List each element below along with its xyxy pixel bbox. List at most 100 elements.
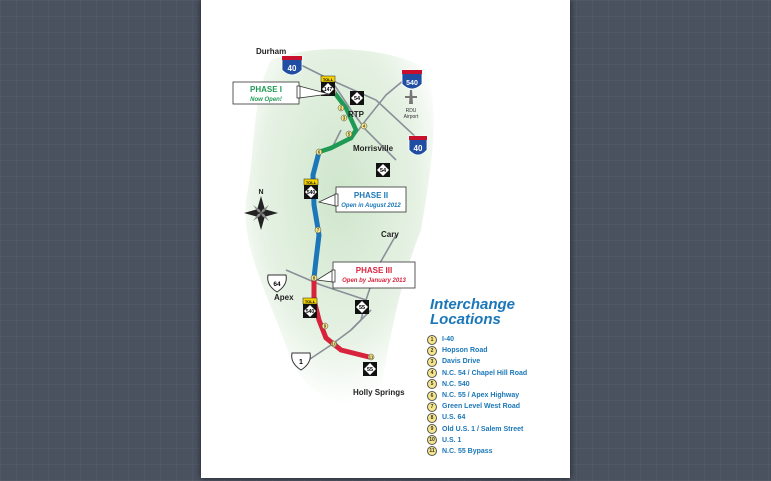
svg-text:540: 540 bbox=[306, 309, 315, 315]
i540-shield: 540 bbox=[401, 69, 423, 90]
airplane-icon bbox=[405, 90, 417, 104]
nc55-shield-holly-springs: 55 bbox=[363, 362, 377, 376]
legend-label: U.S. 64 bbox=[442, 414, 466, 422]
city-cary: Cary bbox=[381, 230, 399, 239]
interchange-4: 4 bbox=[360, 122, 368, 130]
background-roads bbox=[285, 59, 420, 366]
legend-number: 10 bbox=[427, 435, 437, 446]
phase-2-callout: PHASE II Open in August 2012 bbox=[317, 186, 407, 213]
legend-label: N.C. 54 / Chapel Hill Road bbox=[442, 369, 528, 377]
toll-540-shield-lower: TOLL 540 bbox=[302, 297, 318, 318]
svg-text:540: 540 bbox=[307, 190, 316, 196]
us64-shield: 64 bbox=[267, 274, 287, 293]
phase-3-title: PHASE III bbox=[356, 266, 392, 275]
city-morrisville: Morrisville bbox=[353, 144, 394, 153]
us1-shield: 1 bbox=[291, 352, 311, 371]
svg-text:55: 55 bbox=[359, 305, 365, 311]
phase-3-route bbox=[311, 275, 372, 360]
legend-number: 6 bbox=[427, 390, 437, 401]
legend-number: 4 bbox=[427, 368, 437, 379]
legend-label: N.C. 540 bbox=[442, 380, 470, 388]
legend-item: 1 I-40 bbox=[427, 334, 527, 345]
svg-text:1: 1 bbox=[299, 359, 303, 366]
legend-label: Hopson Road bbox=[442, 347, 488, 355]
svg-text:64: 64 bbox=[273, 281, 281, 288]
svg-text:3: 3 bbox=[343, 116, 346, 121]
interchange-6: 6 bbox=[315, 148, 323, 156]
svg-text:6: 6 bbox=[318, 150, 321, 155]
phase-1-callout: PHASE I Now Open! bbox=[232, 81, 330, 105]
phase-2-route bbox=[310, 149, 322, 281]
nc55-shield-apex: 55 bbox=[355, 300, 369, 314]
toll-540-shield-upper: TOLL 540 bbox=[303, 178, 319, 199]
legend-number: 2 bbox=[427, 345, 437, 356]
svg-text:147: 147 bbox=[324, 87, 333, 93]
phase-1-route bbox=[316, 85, 359, 155]
phase-3-callout: PHASE III Open by January 2013 bbox=[315, 261, 416, 289]
interchange-5: 5 bbox=[345, 130, 353, 138]
legend-item: 7 Green Level West Road bbox=[427, 401, 527, 412]
compass-north-label: N bbox=[258, 189, 263, 196]
interchange-9: 9 bbox=[321, 322, 329, 330]
legend-item: 8 U.S. 64 bbox=[427, 412, 527, 423]
legend-label: Old U.S. 1 / Salem Street bbox=[442, 425, 524, 433]
legend-number: 8 bbox=[427, 412, 437, 423]
legend-number: 3 bbox=[427, 356, 437, 367]
city-holly-springs: Holly Springs bbox=[353, 388, 405, 397]
svg-text:4: 4 bbox=[363, 124, 366, 129]
legend-number: 1 bbox=[427, 334, 437, 345]
legend-title-line-2: Locations bbox=[430, 311, 501, 328]
legend-number: 11 bbox=[427, 446, 437, 457]
svg-text:11: 11 bbox=[369, 355, 374, 360]
interchange-8: 8 bbox=[310, 274, 318, 282]
rdu-label: RDU bbox=[406, 108, 417, 114]
i40-shield-east: 40 bbox=[408, 135, 428, 156]
legend-label: N.C. 55 Bypass bbox=[442, 447, 493, 455]
phase-1-subtitle: Now Open! bbox=[250, 97, 282, 103]
svg-text:TOLL: TOLL bbox=[306, 180, 317, 185]
phase-2-subtitle: Open in August 2012 bbox=[341, 203, 401, 209]
svg-text:9: 9 bbox=[324, 324, 327, 329]
svg-text:TOLL: TOLL bbox=[305, 299, 316, 304]
svg-text:2: 2 bbox=[340, 106, 343, 111]
legend-number: 7 bbox=[427, 401, 437, 412]
legend-label: I-40 bbox=[442, 336, 455, 344]
legend-label: Green Level West Road bbox=[442, 403, 521, 411]
svg-text:54: 54 bbox=[380, 168, 387, 174]
toll-147-shield: TOLL 147 bbox=[320, 75, 336, 96]
svg-text:55: 55 bbox=[367, 367, 373, 373]
svg-text:540: 540 bbox=[406, 80, 418, 87]
i40-shield-north: 40 bbox=[281, 55, 303, 76]
svg-text:8: 8 bbox=[313, 276, 316, 281]
svg-text:54: 54 bbox=[354, 96, 361, 102]
legend-item: 4 N.C. 54 / Chapel Hill Road bbox=[427, 368, 527, 379]
interchange-7: 7 bbox=[314, 226, 322, 234]
compass-icon bbox=[244, 196, 278, 230]
svg-text:5: 5 bbox=[348, 132, 351, 137]
legend-item: 11 N.C. 55 Bypass bbox=[427, 446, 527, 457]
land-area bbox=[245, 49, 434, 405]
interchange-3: 3 bbox=[340, 114, 348, 122]
svg-text:7: 7 bbox=[317, 228, 320, 233]
legend-item: 2 Hopson Road bbox=[427, 345, 527, 356]
interchange-11: 11 bbox=[367, 353, 375, 361]
svg-text:40: 40 bbox=[414, 144, 423, 153]
legend-title-line-1: Interchange bbox=[430, 296, 516, 313]
phase-3-subtitle: Open by January 2013 bbox=[342, 278, 406, 284]
svg-text:10: 10 bbox=[331, 342, 337, 347]
phase-1-title: PHASE I bbox=[250, 85, 282, 94]
city-apex: Apex bbox=[274, 293, 294, 302]
city-durham: Durham bbox=[256, 47, 286, 56]
route-map: 1 2 3 4 5 6 7 8 9 10 11 40 540 40 bbox=[232, 47, 434, 405]
city-rtp: RTP bbox=[348, 110, 365, 119]
legend-number: 5 bbox=[427, 379, 437, 390]
nc54-shield-rtp: 54 bbox=[350, 91, 364, 105]
map-page: 1 2 3 4 5 6 7 8 9 10 11 40 540 40 bbox=[201, 0, 570, 478]
svg-text:TOLL: TOLL bbox=[323, 77, 334, 82]
airport-label: Airport bbox=[404, 114, 419, 120]
